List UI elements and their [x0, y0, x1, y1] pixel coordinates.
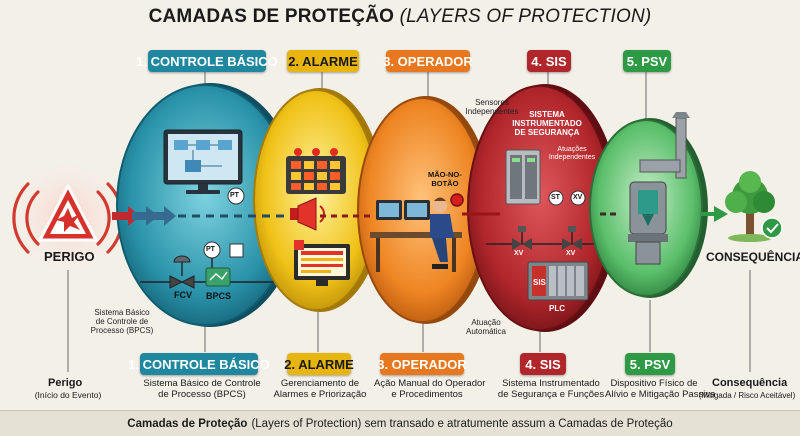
page-title-sub: (LAYERS OF PROTECTION) — [399, 6, 652, 27]
xv-tag-left: XV — [514, 250, 524, 257]
hazard-warning-icon — [38, 184, 98, 242]
sis-cabinet-icon — [505, 149, 541, 205]
consequence-label: CONSEQUÊNCIA — [706, 250, 800, 264]
footer-bold-text: Camadas de Proteção — [127, 417, 248, 430]
consequence-caption-sub: (Mitigada / Risco Aceitável) — [698, 391, 796, 400]
layer-3-bottom-badge: 3. OPERADOR — [377, 353, 467, 375]
consequence-caption-title: Consequência — [712, 377, 788, 389]
event-flow-arrows — [112, 206, 728, 226]
st-tag: ST — [551, 194, 560, 201]
fcv-label: FCV — [174, 290, 192, 300]
plc-label: PLC — [549, 304, 565, 313]
hazard-caption-title: Perigo — [48, 377, 83, 389]
operator-workstation-icon — [370, 200, 462, 272]
hazard-label: PERIGO — [44, 249, 95, 264]
layer-1-bottom-badge: 1. CONTROLE BÁSICO — [128, 353, 270, 375]
sensor-transmitter-icon — [548, 190, 564, 206]
operator-person-icon — [430, 197, 454, 269]
bpcs-label: BPCS — [206, 291, 232, 301]
layer-4-top-badge: 4. SIS — [527, 50, 571, 72]
footer-caption: Camadas de Proteção (Layers of Protectio… — [0, 410, 800, 436]
pressure-safety-valve-icon — [628, 112, 690, 265]
bpcs-controller-icon — [205, 267, 231, 287]
pt-label-lower: PT — [206, 246, 215, 253]
alarm-horn-icon — [290, 197, 325, 231]
flow-control-valve-icon — [169, 255, 195, 289]
xv-tag-upper: XV — [573, 194, 583, 201]
shutdown-valve-icon — [512, 226, 582, 250]
sis-rack-label: SIS — [533, 278, 546, 287]
hazard-caption-sub: (Início do Evento) — [34, 390, 102, 400]
page-title-main: CAMADAS DE PROTEÇÃO — [148, 6, 395, 27]
alarm-screen-icon — [294, 244, 350, 286]
layer-5-top-badge: 5. PSV — [623, 50, 671, 72]
emergency-push-button-icon — [450, 193, 464, 207]
shutdown-valve-tag-icon — [570, 190, 586, 206]
footer-text: (Layers of Protection) sem transado e at… — [251, 417, 673, 430]
page-title: CAMADAS DE PROTEÇÃO (LAYERS OF PROTECTIO… — [0, 6, 800, 28]
people-check-icon — [761, 217, 783, 239]
pt-label-upper: PT — [230, 192, 239, 199]
layer-3-top-badge: 3. OPERADOR — [383, 50, 473, 72]
pressure-transmitter-icon — [227, 187, 245, 205]
instrument-box-icon — [229, 243, 244, 258]
layer-2-top-badge: 2. ALARME — [287, 50, 359, 72]
layer-1-top-badge: 1. CONTROLE BÁSICO — [136, 50, 278, 72]
layer-5-bottom-badge: 5. PSV — [625, 353, 675, 375]
layer-4-bottom-badge: 4. SIS — [520, 353, 566, 375]
hand-on-button-label: MÃO-NO-BOTÃO — [428, 170, 462, 188]
layer-2-bottom-badge: 2. ALARME — [284, 353, 354, 375]
plc-rack-icon — [527, 261, 589, 301]
alarm-panel-icon — [286, 148, 346, 194]
alarm-warning-icon — [294, 240, 304, 250]
xv-tag-right: XV — [566, 250, 576, 257]
consequence-tree-icon — [725, 171, 775, 242]
bpcs-monitor-icon — [163, 129, 243, 194]
